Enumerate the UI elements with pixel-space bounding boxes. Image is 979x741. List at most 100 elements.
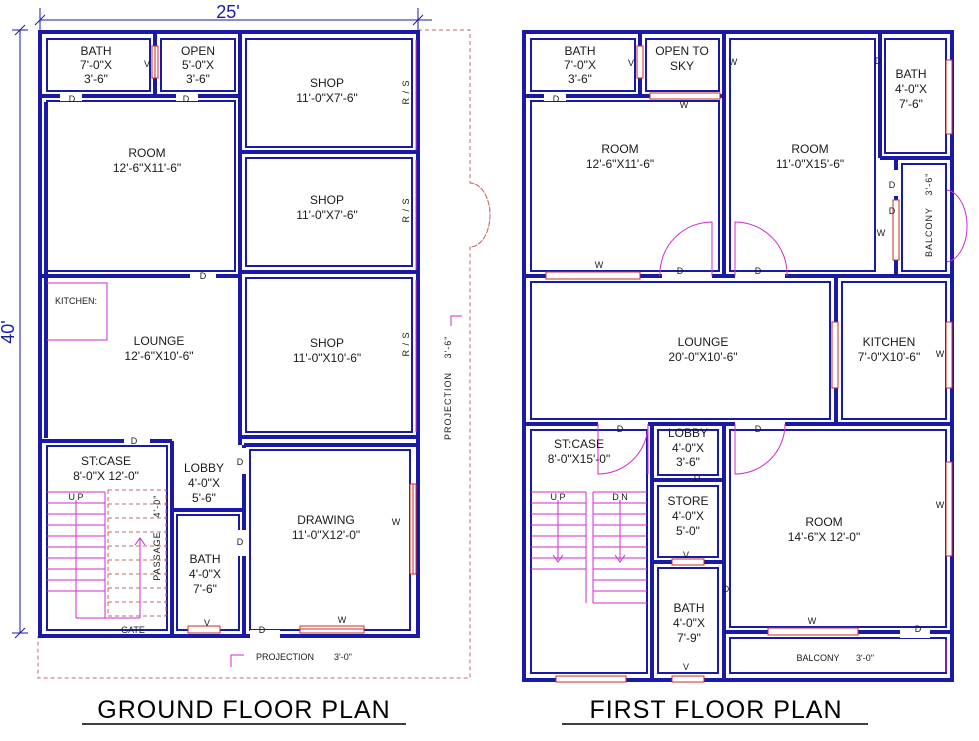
g-up-label: U P: [68, 492, 83, 502]
depth-dimension-label: 40': [0, 320, 18, 343]
g-stcase-size: 8'-0"X 12'-0": [73, 469, 139, 483]
g-open-size-b: 3'-6": [186, 72, 210, 86]
f-lounge-size: 20'-0"X10'-6": [668, 350, 737, 364]
ground-interior-walls: [40, 32, 418, 636]
g-bath2-size-b: 7'-6": [193, 582, 217, 596]
f-window-mark: W: [877, 228, 886, 238]
g-projection-side-size: 3'-6": [443, 336, 453, 359]
f-vent-mark: V: [683, 550, 689, 560]
f-store-size-a: 4'-0"X: [672, 509, 704, 523]
f-balcony-side-size: 3'-6": [924, 173, 934, 196]
first-floor-plan: BATH 7'-0"X 3'-6" OPEN TO SKY BATH 4'-0"…: [522, 30, 968, 725]
f-door-mark: D: [889, 206, 896, 216]
g-shop1-name: SHOP: [310, 76, 344, 90]
g-door-mark: D: [183, 94, 190, 104]
f-balcony-bottom-label: BALCONY: [796, 653, 839, 663]
ground-labels: BATH 7'-0"X 3'-6" OPEN 5'-0"X 3'-6" SHOP…: [55, 44, 453, 662]
f-window-mark: W: [936, 349, 945, 359]
g-gate-label: GATE: [121, 625, 145, 635]
f-lobby-size-a: 4'-0"X: [672, 441, 704, 455]
f-open-sky-a: OPEN TO: [655, 44, 709, 58]
f-store-size-b: 5'-0": [676, 524, 700, 538]
g-window-mark: W: [392, 517, 401, 527]
g-window-mark: W: [338, 615, 347, 625]
g-lounge-size: 12'-6"X10'-6": [124, 349, 193, 363]
g-bath2-size-a: 4'-0"X: [189, 567, 221, 581]
f-window-mark: W: [808, 616, 817, 626]
f-room-left-size: 12'-6"X11'-6": [586, 157, 654, 171]
f-vent-mark: V: [683, 662, 689, 672]
f-door-mark: D: [755, 424, 762, 434]
depth-dimension: 40': [0, 24, 28, 639]
g-door-mark: D: [200, 271, 207, 281]
g-rs1-label: R / S: [401, 79, 411, 104]
f-room-right-size: 11'-0"X15'-6": [776, 157, 844, 171]
g-door-mark: D: [259, 625, 266, 635]
f-door-mark: D: [875, 56, 882, 66]
f-bath-right-name: BATH: [895, 67, 926, 81]
f-bath2-size-b: 7'-9": [677, 631, 701, 645]
f-window-mark: W: [680, 100, 689, 110]
f-door-mark: D: [889, 180, 896, 190]
f-lounge-name: LOUNGE: [678, 335, 729, 349]
g-shop1-size: 11'-0"X7'-6": [296, 91, 358, 105]
f-bath1-size-b: 3'-6": [568, 72, 592, 86]
g-rs3-label: R / S: [401, 331, 411, 356]
f-room-left-name: ROOM: [601, 142, 638, 156]
ground-door-openings: [60, 93, 280, 638]
f-room-right-name: ROOM: [791, 142, 828, 156]
f-door-mark: D: [723, 584, 730, 594]
ground-floor-plan: BATH 7'-0"X 3'-6" OPEN 5'-0"X 3'-6" SHOP…: [37, 29, 491, 725]
ground-floor-title: GROUND FLOOR PLAN: [97, 696, 390, 724]
g-drawing-size: 11'-0"X12'-0": [292, 528, 360, 542]
g-lobby-size-b: 5'-6": [192, 491, 216, 505]
f-bath-right-size-a: 4'-0"X: [895, 82, 927, 96]
f-lobby-name: LOBBY: [668, 426, 708, 440]
g-shop2-size: 11'-0"X7'-6": [296, 208, 358, 222]
g-door-mark: D: [69, 94, 76, 104]
g-lobby-name: LOBBY: [184, 461, 224, 475]
f-door-mark: D: [617, 424, 624, 434]
f-bath2-size-a: 4'-0"X: [673, 616, 705, 630]
f-dn-label: D N: [612, 492, 628, 502]
f-balcony-bottom-size: 3'-0": [856, 653, 874, 663]
g-bath1-name: BATH: [80, 44, 111, 58]
g-passage-label: PASSAGE: [152, 531, 162, 580]
width-dimension: 25': [34, 2, 432, 30]
g-passage-width: 4'-0": [152, 495, 162, 518]
g-kitchen-name: KITCHEN:: [55, 296, 97, 306]
f-vent-mark: V: [628, 58, 634, 68]
f-kitchen-size: 7'-0"X10'-6": [858, 350, 920, 364]
f-door-mark: D: [677, 266, 684, 276]
ground-inner-wall-lines: [46, 38, 413, 631]
g-open-size-a: 5'-0"X: [182, 58, 214, 72]
f-door-mark: D: [553, 94, 560, 104]
g-bath1-size-a: 7'-0"X: [80, 58, 112, 72]
first-staircase: [531, 491, 647, 604]
g-door-mark: D: [237, 457, 244, 467]
f-room-bottom-size: 14'-6"X 12'-0": [788, 530, 860, 544]
ground-projection-arrows: [230, 315, 462, 667]
f-stcase-size: 8'-0"X15'-0": [548, 452, 610, 466]
ground-outer-wall: [38, 30, 420, 638]
g-projection-bottom-size: 3'-0": [334, 652, 352, 662]
g-projection-side-label: PROJECTION: [443, 372, 453, 440]
ground-projection-outline: [37, 29, 491, 679]
f-bath1-name: BATH: [564, 44, 595, 58]
g-lobby-size-a: 4'-0"X: [188, 476, 220, 490]
f-room-bottom-name: ROOM: [805, 515, 842, 529]
g-drawing-name: DRAWING: [297, 513, 355, 527]
first-labels: BATH 7'-0"X 3'-6" OPEN TO SKY BATH 4'-0"…: [548, 44, 945, 672]
f-window-mark: W: [729, 57, 738, 67]
g-bath2-name: BATH: [189, 552, 220, 566]
f-open-sky-b: SKY: [670, 59, 694, 73]
g-shop3-name: SHOP: [310, 336, 344, 350]
f-window-mark: W: [595, 260, 604, 270]
f-up-label: U P: [550, 492, 565, 502]
width-dimension-label: 25': [216, 2, 239, 22]
f-store-name: STORE: [667, 494, 708, 508]
g-room-size: 12'-6"X11'-6": [113, 161, 181, 175]
f-bath2-name: BATH: [673, 601, 704, 615]
f-stcase-name: ST:CASE: [554, 437, 604, 451]
first-side-balcony-bay: [944, 189, 968, 263]
